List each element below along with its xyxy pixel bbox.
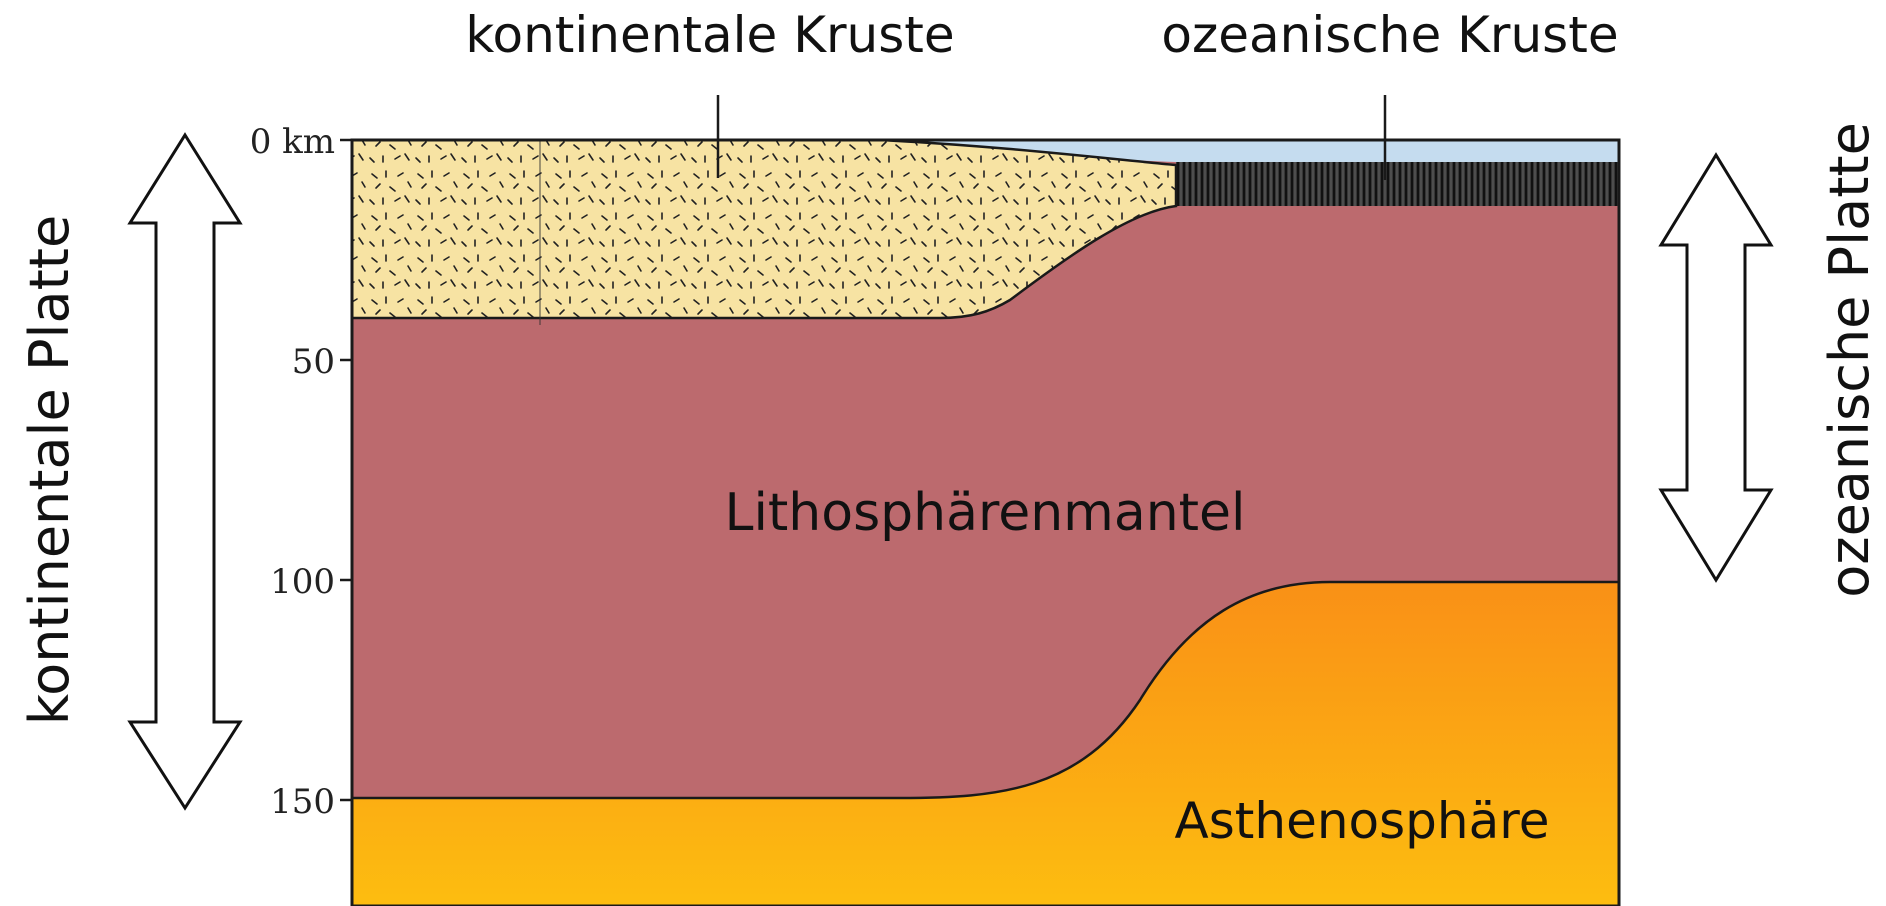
tick-label-50: 50: [292, 342, 335, 382]
oceanic-plate-double-arrow-icon: [1661, 155, 1771, 580]
label-lithospheric-mantle: Lithosphärenmantel: [725, 483, 1246, 543]
label-continental-crust: kontinentale Kruste: [465, 6, 954, 64]
oceanic-crust-layer: [1176, 162, 1619, 206]
depth-ticks: [340, 140, 352, 800]
continental-plate-double-arrow-icon: [130, 135, 240, 808]
tick-label-0: 0 km: [250, 122, 335, 162]
label-oceanic-plate: ozeanische Platte: [1818, 122, 1881, 598]
label-oceanic-crust: ozeanische Kruste: [1161, 6, 1618, 64]
label-asthenosphere: Asthenosphäre: [1175, 792, 1550, 850]
label-continental-plate: kontinentale Platte: [18, 215, 81, 725]
tick-label-150: 150: [270, 782, 335, 822]
tick-label-100: 100: [270, 562, 335, 602]
